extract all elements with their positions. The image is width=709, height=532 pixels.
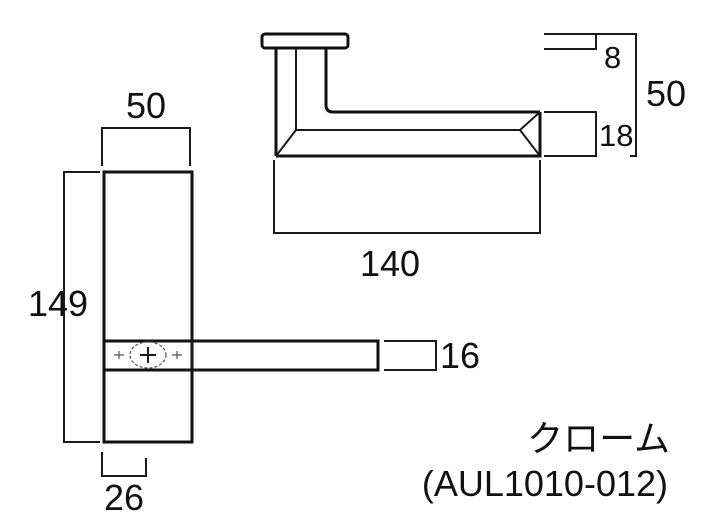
dim-line-total-depth [596, 33, 637, 157]
caption: クローム (AUL1010-012) [422, 419, 670, 504]
dim-line-rose-thickness [544, 33, 597, 50]
dim-line-spindle-offset [101, 452, 147, 477]
finish-label: クローム [527, 419, 670, 460]
front-view: 50 149 26 16 [28, 85, 480, 518]
dim-line-rose-width [101, 127, 191, 166]
dim-label-total-depth: 50 [646, 73, 686, 114]
spindle-screw-icon [114, 341, 182, 369]
dim-label-rose-thickness: 8 [604, 40, 621, 75]
model-number: (AUL1010-012) [422, 463, 668, 504]
side-view: 140 8 18 50 [260, 32, 686, 284]
lever-bevel-end [519, 129, 541, 157]
dim-line-grip-height [544, 111, 597, 157]
lever-front [104, 339, 380, 372]
lever-outline [276, 112, 542, 158]
dim-label-grip-height: 18 [599, 118, 633, 153]
dim-label-rose-height: 149 [28, 283, 88, 324]
dim-line-rose-height [63, 171, 100, 443]
rose-plate-front [102, 170, 194, 444]
dim-line-lever-thickness [384, 340, 437, 371]
dim-line-projection [273, 160, 541, 234]
lever-bevel-top [296, 111, 541, 131]
dim-label-lever-thickness: 16 [440, 335, 480, 376]
lever-bevel-corner [275, 129, 297, 157]
dim-label-spindle-offset: 26 [104, 477, 144, 518]
rose-plate-side [260, 32, 350, 50]
dim-label-rose-width: 50 [126, 85, 166, 126]
lever-top-edge [324, 48, 540, 114]
dim-label-projection: 140 [360, 243, 420, 284]
